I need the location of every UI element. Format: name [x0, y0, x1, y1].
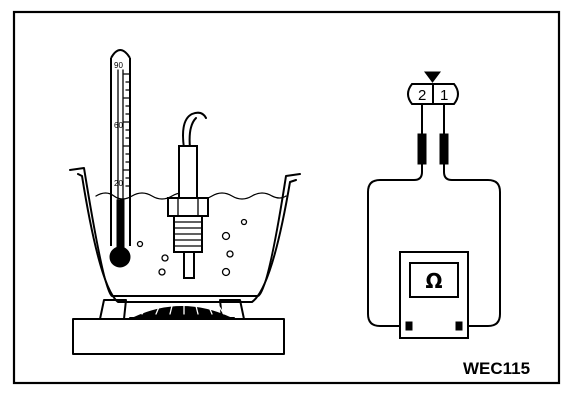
test-lead-right — [439, 103, 501, 327]
scale-mark-90: 90 — [114, 61, 123, 70]
burner-flame — [129, 297, 235, 319]
sensor-connector: 2 1 — [407, 71, 459, 105]
temperature-sensor — [167, 111, 209, 279]
heating-setup: 90 60 20 — [69, 49, 301, 355]
connector-pin-2: 2 — [418, 87, 426, 104]
scale-mark-20: 20 — [114, 179, 123, 188]
resistance-test-circuit: 2 1 Ω — [367, 71, 501, 339]
figure-code: WEC115 — [463, 359, 530, 378]
connector-pin-1: 1 — [440, 87, 448, 104]
thermometer: 90 60 20 — [109, 49, 131, 268]
ohmmeter: Ω — [399, 251, 469, 339]
figure-border — [12, 10, 561, 385]
ohmmeter-display — [409, 262, 459, 298]
test-lead-left — [367, 103, 427, 327]
water-bubbles — [136, 218, 248, 277]
ohm-symbol: Ω — [425, 269, 442, 293]
scale-mark-60: 60 — [114, 121, 123, 130]
